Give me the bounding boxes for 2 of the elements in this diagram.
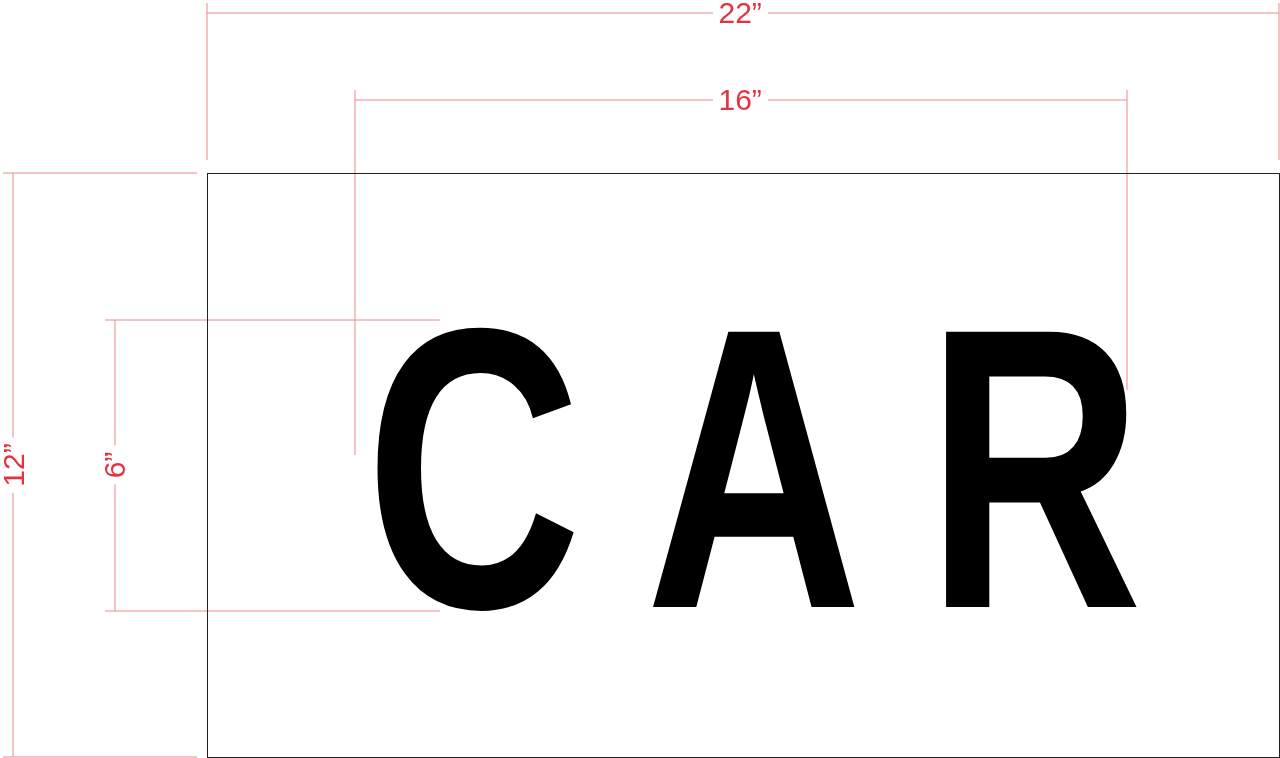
stencil-sheet (207, 173, 1280, 758)
stencil-lettering: CAR (365, 269, 1207, 669)
